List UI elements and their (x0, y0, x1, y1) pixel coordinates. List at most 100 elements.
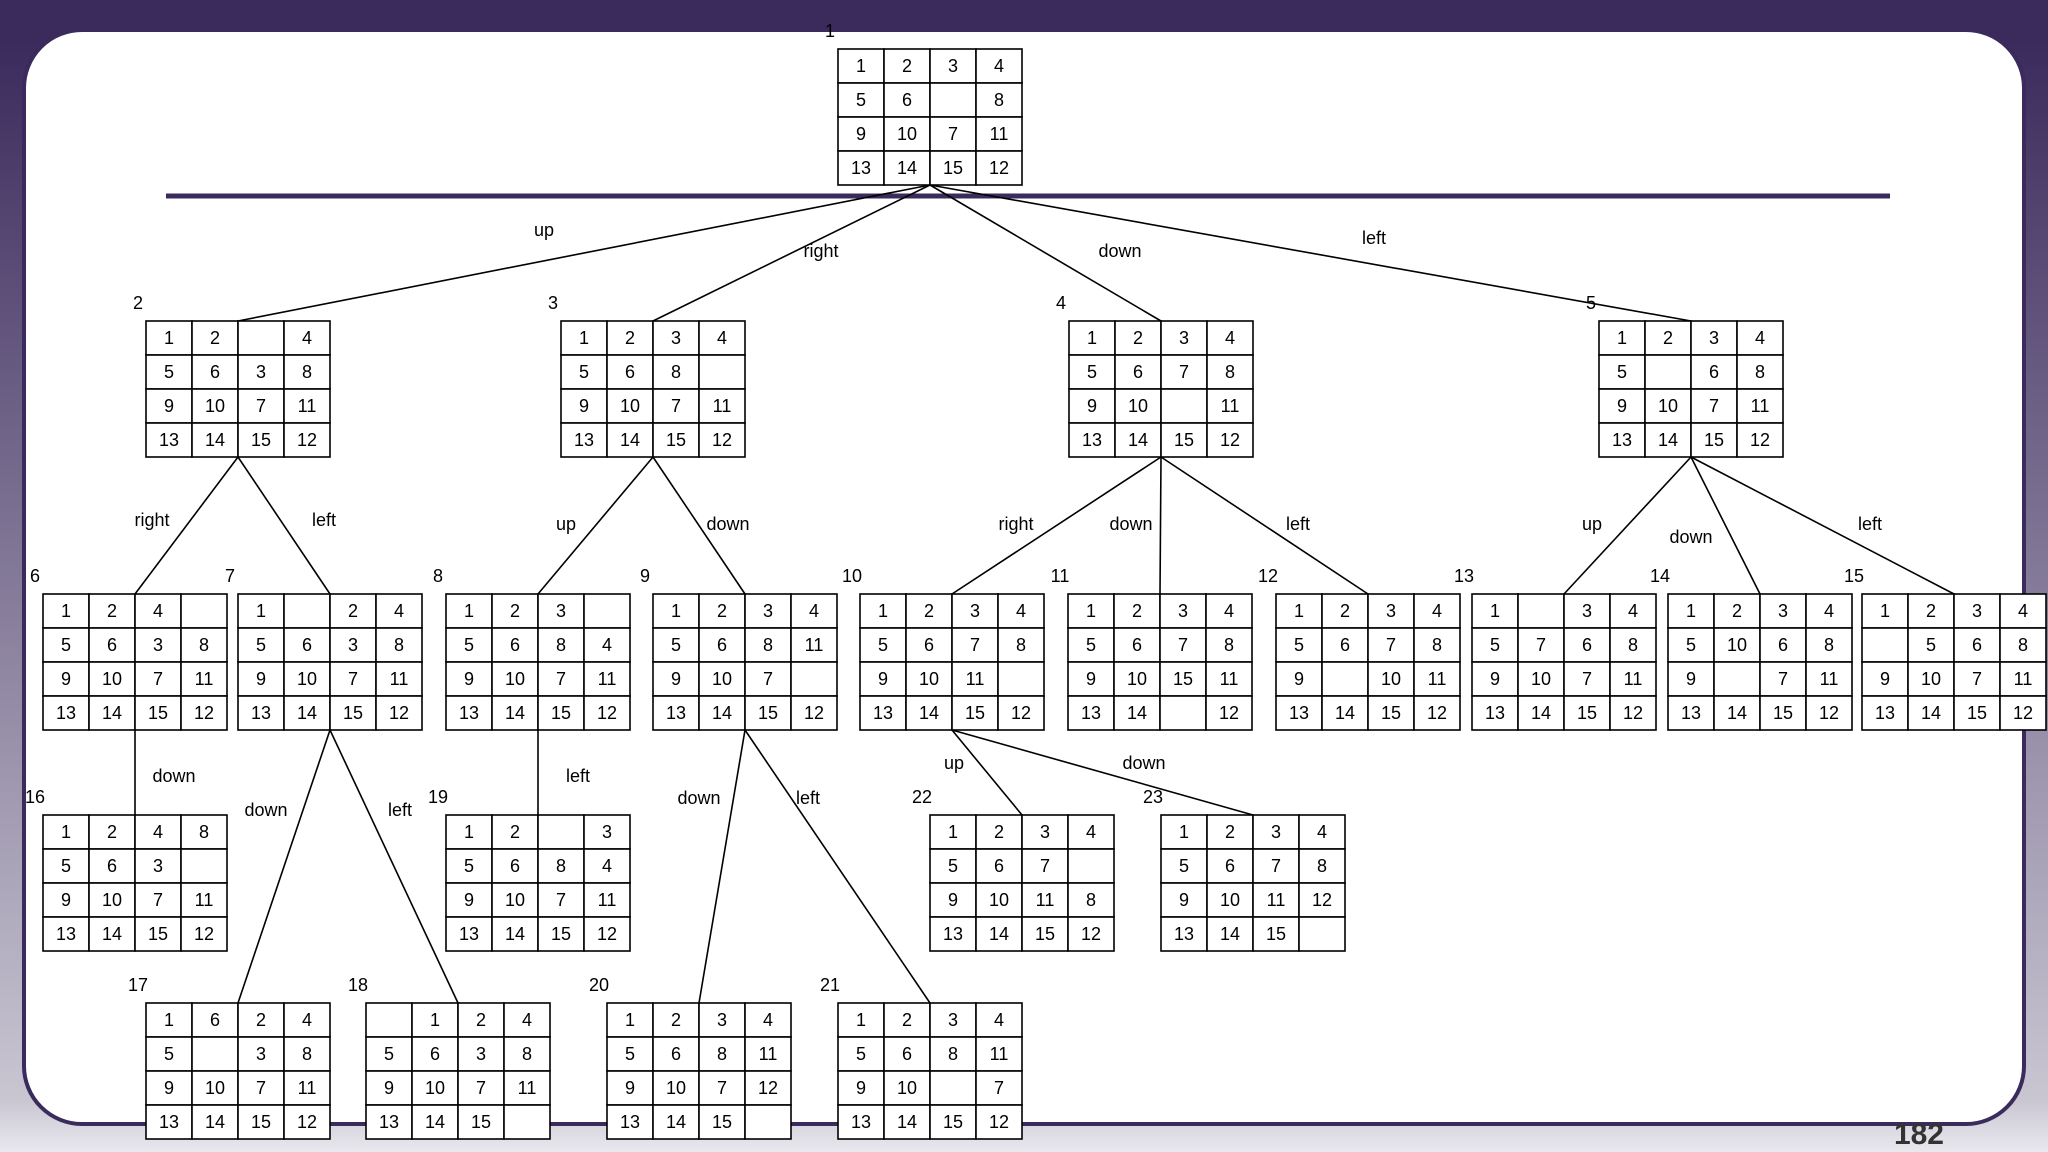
tile-number: 8 (2018, 635, 2028, 655)
tile (237, 1104, 285, 1140)
tile-number: 9 (1686, 669, 1696, 689)
tile-number: 6 (902, 90, 912, 110)
tile (698, 422, 746, 458)
tile-number: 6 (1133, 362, 1143, 382)
tile (652, 627, 700, 663)
tile-number: 14 (205, 430, 225, 450)
tile-number: 6 (1582, 635, 1592, 655)
tile (191, 1104, 239, 1140)
tile-number: 11 (1428, 669, 1447, 689)
tile-number: 3 (1709, 328, 1719, 348)
tile-number: 7 (717, 1078, 727, 1098)
tile-number: 10 (919, 669, 939, 689)
tile-number: 3 (1386, 601, 1396, 621)
tile (652, 661, 700, 697)
tile (1999, 627, 2047, 663)
tile-number: 13 (1082, 430, 1102, 450)
tile-number: 9 (579, 396, 589, 416)
tile (744, 1070, 792, 1106)
edge-label-5-14: down (1669, 527, 1712, 547)
tile (537, 916, 585, 952)
tile-number: 15 (1967, 703, 1987, 723)
tile (1598, 354, 1646, 390)
tile (1205, 695, 1253, 731)
tile-number: 5 (464, 635, 474, 655)
tile-number: 14 (1335, 703, 1355, 723)
tile (237, 627, 285, 663)
tile-number: 1 (1087, 328, 1097, 348)
tile-number: 5 (856, 1044, 866, 1064)
tile-number: 3 (763, 601, 773, 621)
tile-number: 3 (348, 635, 358, 655)
tile-number: 10 (1727, 635, 1747, 655)
tile-number: 6 (717, 635, 727, 655)
tile-number: 15 (712, 1112, 732, 1132)
tile-number: 8 (302, 362, 312, 382)
tile-number: 7 (153, 669, 163, 689)
blank-tile (929, 82, 977, 118)
tile (1068, 422, 1116, 458)
tile-number: 6 (671, 1044, 681, 1064)
edge-4-12 (1160, 456, 1369, 595)
tile-number: 3 (1040, 822, 1050, 842)
tile-number: 8 (302, 1044, 312, 1064)
tile-number: 5 (1926, 635, 1936, 655)
tile (975, 1070, 1023, 1106)
tile-number: 9 (671, 669, 681, 689)
tile (583, 916, 631, 952)
tile-number: 4 (394, 601, 404, 621)
tile (88, 661, 136, 697)
tile (1298, 814, 1346, 850)
state-number-2: 2 (133, 293, 143, 313)
tile-number: 11 (1220, 669, 1239, 689)
tile (975, 916, 1023, 952)
tile-number: 4 (302, 328, 312, 348)
blank-tile (1067, 848, 1115, 884)
tile-number: 8 (1755, 362, 1765, 382)
edge-label-4-11: down (1109, 514, 1152, 534)
tile (145, 1104, 193, 1140)
tile (491, 814, 539, 850)
tile-number: 8 (717, 1044, 727, 1064)
tile (1690, 388, 1738, 424)
blank-tile (283, 593, 331, 629)
tile-number: 9 (856, 1078, 866, 1098)
tile (1759, 661, 1807, 697)
tile-number: 14 (205, 1112, 225, 1132)
tile (1861, 661, 1909, 697)
edge-3-8 (537, 456, 654, 595)
tile (905, 661, 953, 697)
tile-number: 11 (759, 1044, 778, 1064)
tile-number: 4 (2018, 601, 2028, 621)
tile (145, 320, 193, 356)
tile-number: 8 (1317, 856, 1327, 876)
tile-number: 2 (1663, 328, 1673, 348)
tile-number: 2 (924, 601, 934, 621)
tile (583, 661, 631, 697)
edge-label-2-7: left (312, 510, 336, 530)
tile-number: 10 (1658, 396, 1678, 416)
tile-number: 12 (194, 703, 214, 723)
edge-4-10 (951, 456, 1162, 595)
edge-label-8-19: left (566, 766, 590, 786)
tile-number: 15 (343, 703, 363, 723)
tile-number: 11 (598, 669, 617, 689)
tile (283, 1036, 331, 1072)
state-number-13: 13 (1454, 566, 1474, 586)
tile-number: 15 (148, 703, 168, 723)
edge-label-1-4: down (1098, 241, 1141, 261)
tile (134, 916, 182, 952)
tile (1021, 848, 1069, 884)
tile-number: 2 (348, 601, 358, 621)
tile (375, 695, 423, 731)
tile (929, 882, 977, 918)
tile-number: 9 (464, 890, 474, 910)
tile-number: 1 (671, 601, 681, 621)
tile-number: 12 (1623, 703, 1643, 723)
tile (1667, 695, 1715, 731)
state-number-16: 16 (25, 787, 45, 807)
